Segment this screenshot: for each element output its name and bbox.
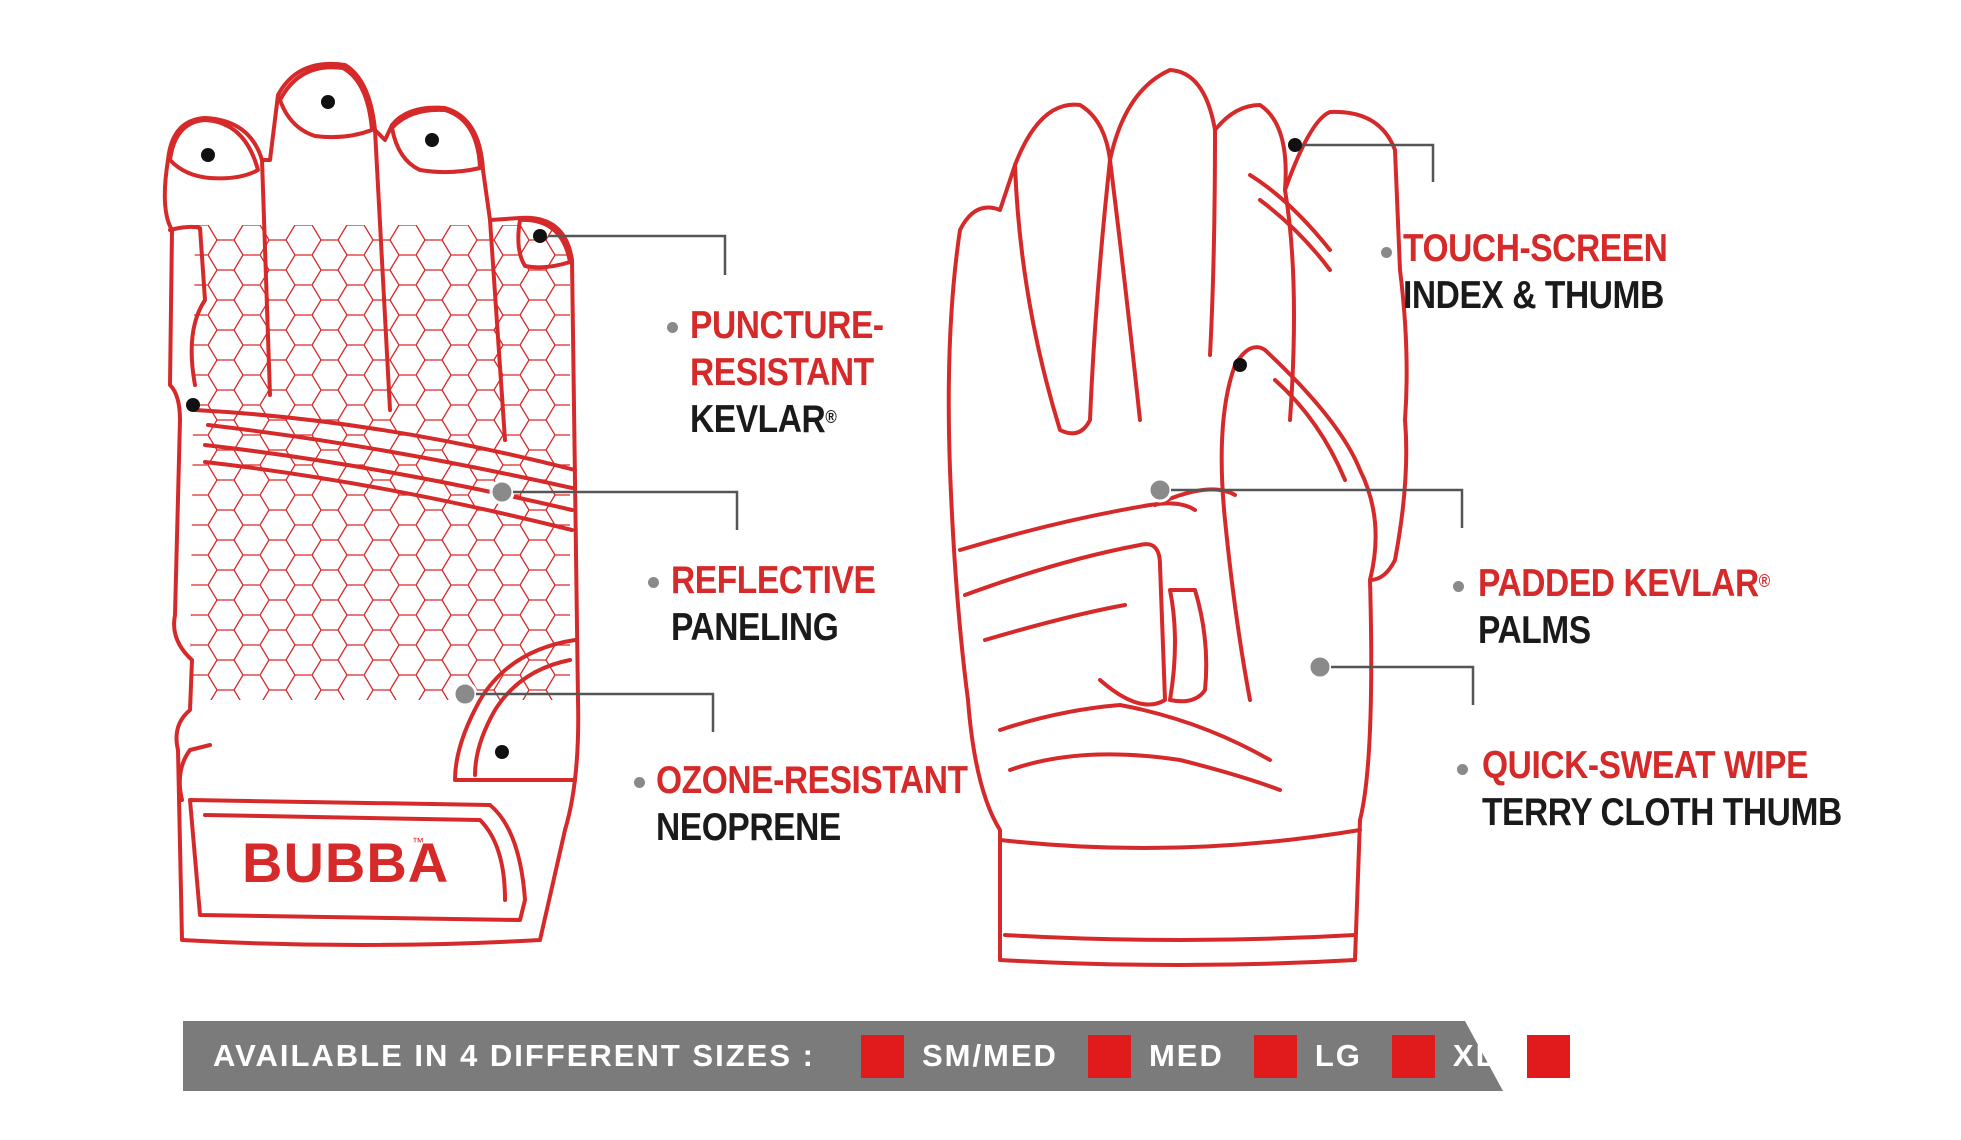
- feature-palms-line1: PADDED KEVLAR®: [1478, 562, 1770, 605]
- size-option-lg[interactable]: LG: [1253, 1034, 1362, 1078]
- size-label: XXL: [1587, 1038, 1654, 1073]
- size-option-xxl[interactable]: XXL: [1526, 1034, 1654, 1078]
- bullet-touchscreen: [1381, 247, 1392, 258]
- feature-touchscreen: TOUCH-SCREEN INDEX & THUMB: [1403, 225, 1668, 319]
- size-label: MED: [1148, 1038, 1224, 1073]
- feature-reflective: REFLECTIVE PANELING: [671, 557, 876, 651]
- size-label: SM/MED: [921, 1038, 1058, 1073]
- brand-trademark: ™: [412, 835, 424, 849]
- feature-palms-line2: PALMS: [1478, 609, 1591, 652]
- sizes-content: AVAILABLE IN 4 DIFFERENT SIZES : SM/MED …: [183, 1021, 1654, 1091]
- size-label: XL: [1452, 1038, 1497, 1073]
- size-option-sm-med[interactable]: SM/MED: [860, 1034, 1058, 1078]
- callout-lines: [476, 143, 1475, 732]
- size-swatch: [1087, 1034, 1131, 1078]
- feature-neoprene-line1: OZONE-RESISTANT: [656, 759, 968, 802]
- feature-neoprene-line2: NEOPRENE: [656, 806, 841, 849]
- size-swatch: [1253, 1034, 1297, 1078]
- palm-dots: [1233, 138, 1302, 372]
- sizes-bar-background: [183, 1021, 1503, 1091]
- size-swatch: [1526, 1034, 1570, 1078]
- bullet-kevlar: [667, 322, 678, 333]
- feature-touchscreen-line2: INDEX & THUMB: [1403, 274, 1664, 317]
- fingertip-dots: [186, 95, 547, 759]
- feature-kevlar-line1: PUNCTURE-: [690, 304, 884, 347]
- feature-kevlar-line3: KEVLAR®: [690, 398, 837, 441]
- feature-reflective-line2: PANELING: [671, 606, 839, 649]
- bullet-wipe: [1457, 764, 1468, 775]
- bullet-reflective: [648, 577, 659, 588]
- feature-neoprene: OZONE-RESISTANT NEOPRENE: [656, 757, 968, 851]
- sizes-bar: AVAILABLE IN 4 DIFFERENT SIZES : SM/MED …: [183, 1021, 1652, 1091]
- feature-kevlar: PUNCTURE- RESISTANT KEVLAR®: [690, 302, 884, 443]
- size-option-xl[interactable]: XL: [1391, 1034, 1497, 1078]
- brand-logo: BUBBA: [242, 831, 449, 894]
- sizes-label: AVAILABLE IN 4 DIFFERENT SIZES :: [213, 1038, 815, 1073]
- bullet-neoprene: [634, 777, 645, 788]
- feature-wipe-line2: TERRY CLOTH THUMB: [1482, 791, 1842, 834]
- feature-touchscreen-line1: TOUCH-SCREEN: [1403, 227, 1668, 270]
- feature-wipe: QUICK-SWEAT WIPE TERRY CLOTH THUMB: [1482, 742, 1842, 836]
- size-swatch: [860, 1034, 904, 1078]
- bullet-palms: [1453, 581, 1464, 592]
- glove-palm: [946, 68, 1409, 967]
- size-option-med[interactable]: MED: [1087, 1034, 1224, 1078]
- size-swatch: [1391, 1034, 1435, 1078]
- feature-reflective-line1: REFLECTIVE: [671, 559, 876, 602]
- size-label: LG: [1314, 1038, 1362, 1073]
- feature-wipe-line1: QUICK-SWEAT WIPE: [1482, 744, 1809, 787]
- feature-palms: PADDED KEVLAR® PALMS: [1478, 560, 1770, 654]
- glove-back: [162, 61, 581, 947]
- feature-kevlar-line2: RESISTANT: [690, 351, 874, 394]
